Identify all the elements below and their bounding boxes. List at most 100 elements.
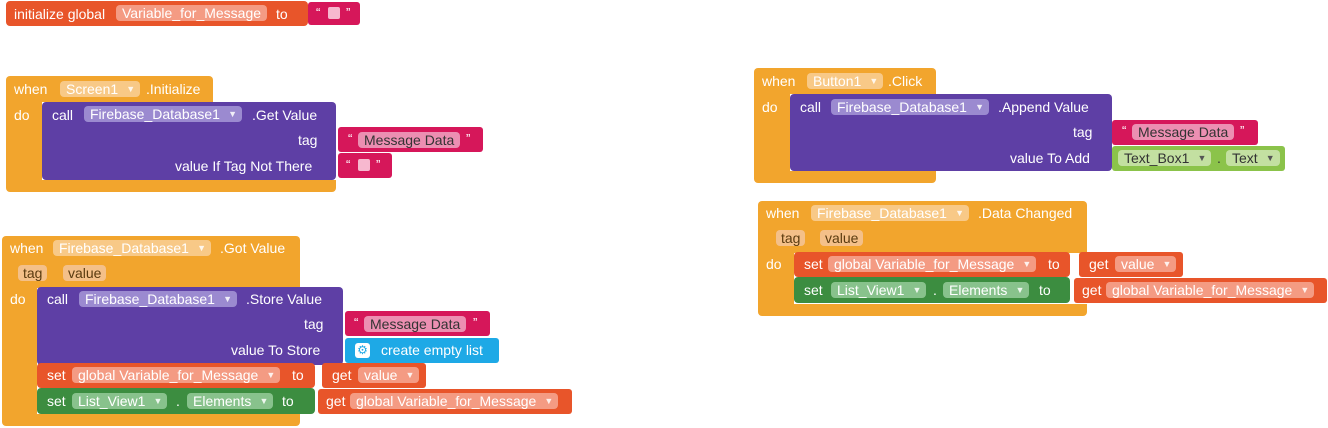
textbox-component-dropdown[interactable]: Text_Box1▼	[1118, 150, 1212, 166]
when-label: when	[762, 73, 796, 89]
firebase-db-component-dropdown[interactable]: Firebase_Database1▼	[811, 205, 969, 221]
get-label: get	[1089, 256, 1109, 272]
screen1-component-dropdown[interactable]: Screen1▼	[60, 81, 141, 97]
chevron-down-icon: ▼	[1162, 259, 1172, 269]
quote-open: “	[348, 131, 353, 146]
get-var-dropdown[interactable]: global Variable_for_Message▼	[1106, 282, 1315, 298]
button1-component-dropdown[interactable]: Button1▼	[807, 73, 884, 89]
init-prefix: initialize global	[14, 6, 106, 22]
param-tag[interactable]: tag	[18, 265, 48, 281]
event-name: .Initialize	[146, 81, 201, 97]
value-to-add-label: value To Add	[1010, 150, 1090, 166]
do-label: do	[762, 99, 778, 115]
do-label: do	[766, 256, 782, 272]
quote-open: “	[316, 5, 321, 20]
do-label: do	[10, 291, 26, 307]
when-label: when	[766, 205, 800, 221]
to-label: to	[292, 367, 304, 383]
get-var-dropdown[interactable]: global Variable_for_Message▼	[350, 393, 559, 409]
chevron-down-icon: ▼	[912, 285, 922, 295]
quote-close: ”	[466, 131, 471, 146]
firebase-db-component-dropdown[interactable]: Firebase_Database1▼	[84, 106, 242, 122]
quote-open: “	[354, 315, 359, 330]
param-tag[interactable]: tag	[776, 230, 806, 246]
global-var-dropdown[interactable]: global Variable_for_Message▼	[828, 256, 1037, 272]
chevron-down-icon: ▼	[1197, 153, 1207, 163]
chevron-down-icon: ▼	[869, 76, 879, 86]
get-label: get	[326, 393, 346, 409]
firebase-db-component-dropdown[interactable]: Firebase_Database1▼	[79, 291, 237, 307]
param-value[interactable]: value	[820, 230, 864, 246]
value-if-tag-not-there-label: value If Tag Not There	[175, 158, 313, 174]
text-property-dropdown[interactable]: Text▼	[1226, 150, 1280, 166]
chevron-down-icon: ▼	[1265, 153, 1275, 163]
quote-close: ”	[1240, 123, 1245, 138]
firebase-db-component-dropdown[interactable]: Firebase_Database1▼	[53, 240, 211, 256]
to-label: to	[282, 393, 294, 409]
global-var-dropdown[interactable]: global Variable_for_Message▼	[72, 367, 281, 383]
set-label: set	[804, 256, 823, 272]
chevron-down-icon: ▼	[955, 208, 964, 218]
value-to-store-label: value To Store	[231, 342, 321, 358]
chevron-down-icon: ▼	[405, 370, 415, 380]
chevron-down-icon: ▼	[1022, 259, 1032, 269]
when-label: when	[10, 240, 44, 256]
screen-initialize-event-footer	[6, 180, 336, 192]
empty-text-field[interactable]	[358, 159, 370, 171]
chevron-down-icon: ▼	[266, 370, 276, 380]
tag-socket-label: tag	[1073, 124, 1093, 140]
event-name: .Got Value	[220, 240, 286, 256]
chevron-down-icon: ▼	[153, 396, 163, 406]
create-empty-list-block[interactable]	[345, 338, 499, 363]
init-var-name-field[interactable]: Variable_for_Message	[116, 5, 268, 21]
set-label: set	[47, 367, 66, 383]
quote-close: ”	[473, 315, 478, 330]
create-empty-list-label: create empty list	[381, 342, 483, 358]
get-label: get	[1082, 282, 1102, 298]
chevron-down-icon: ▼	[228, 109, 237, 119]
set-label: set	[804, 282, 823, 298]
got-value-event-spine	[2, 286, 37, 416]
event-name: .Data Changed	[978, 205, 1073, 221]
button-click-event-spine	[754, 92, 790, 172]
data-changed-event-footer	[758, 304, 1087, 316]
init-to-label: to	[276, 6, 288, 22]
quote-close: ”	[376, 157, 381, 172]
elements-property-dropdown[interactable]: Elements▼	[187, 393, 274, 409]
param-value[interactable]: value	[63, 265, 107, 281]
dot-label: .	[933, 282, 937, 298]
call-label: call	[52, 107, 74, 123]
tag-text-field[interactable]: Message Data	[358, 132, 461, 148]
get-label: get	[332, 367, 352, 383]
empty-text-field[interactable]	[328, 7, 340, 19]
chevron-down-icon: ▼	[126, 84, 136, 94]
quote-open: “	[1122, 123, 1127, 138]
gear-icon[interactable]: ⚙	[355, 343, 370, 358]
to-label: to	[1039, 282, 1051, 298]
chevron-down-icon: ▼	[259, 396, 269, 406]
when-label: when	[14, 81, 48, 97]
firebase-db-component-dropdown[interactable]: Firebase_Database1▼	[831, 99, 989, 115]
do-label: do	[14, 107, 30, 123]
dot-label: .	[1217, 150, 1221, 166]
tag-socket-label: tag	[298, 132, 318, 148]
chevron-down-icon: ▼	[1015, 285, 1025, 295]
get-var-dropdown[interactable]: value▼	[358, 367, 420, 383]
data-changed-event-spine	[758, 251, 794, 306]
tag-text-field[interactable]: Message Data	[364, 316, 467, 332]
listview-component-dropdown[interactable]: List_View1▼	[831, 282, 927, 298]
button-click-event-footer	[754, 171, 936, 183]
call-label: call	[800, 99, 822, 115]
listview-component-dropdown[interactable]: List_View1▼	[72, 393, 168, 409]
dot-label: .	[176, 393, 180, 409]
method-name: .Store Value	[246, 291, 323, 307]
event-name: .Click	[888, 73, 923, 89]
chevron-down-icon: ▼	[223, 294, 232, 304]
get-var-dropdown[interactable]: value▼	[1115, 256, 1177, 272]
chevron-down-icon: ▼	[975, 102, 984, 112]
method-name: .Append Value	[998, 99, 1089, 115]
tag-text-field[interactable]: Message Data	[1132, 124, 1235, 140]
quote-close: ”	[346, 5, 351, 20]
elements-property-dropdown[interactable]: Elements▼	[943, 282, 1030, 298]
quote-open: “	[346, 157, 351, 172]
